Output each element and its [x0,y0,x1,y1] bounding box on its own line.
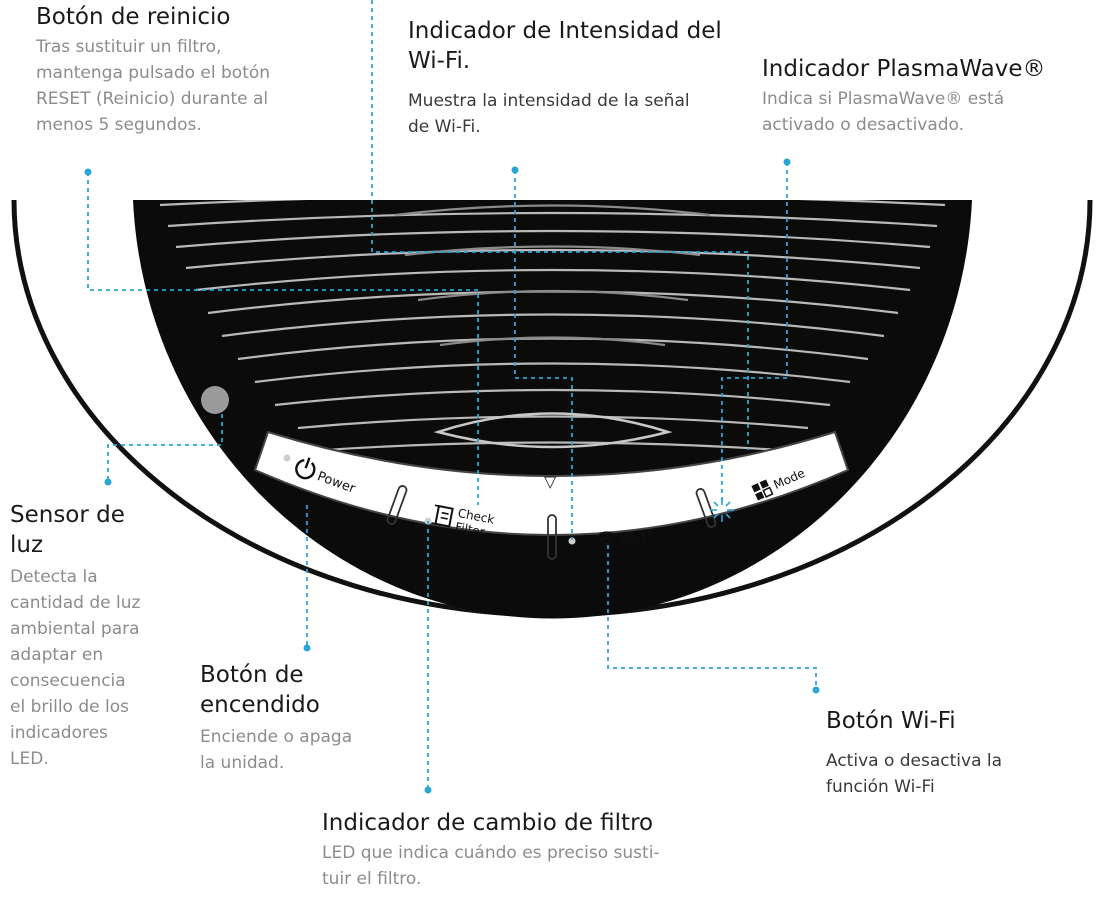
callout-filter-indicator: Indicador de cambio de filtro LED que in… [322,808,660,892]
leader-wifi-button [607,545,817,690]
leader-dot [783,158,791,166]
check-filter-indicator: Check Filter [431,504,496,539]
callout-title: Sensor de luz [10,502,125,558]
plasmawave-icon [710,498,734,522]
panel-separator [695,488,717,528]
leader-lines [87,0,817,790]
callout-wifi-indicator: Indicador de Intensidad del Wi-Fi. Muest… [408,16,722,140]
leader-plasmawave [721,162,788,505]
light-sensor [201,386,229,414]
callout-reset-button: Botón de reinicio Tras sustituir un filt… [36,2,270,138]
wifi-label: Wi-Fi [619,529,651,547]
arrow-down-icon: ▽ [544,472,557,491]
panel-separator [386,485,408,525]
leader-dot [511,166,519,174]
callout-title: Indicador de cambio de filtro [322,810,654,836]
filter-label: Filter [454,520,486,539]
leader-dot [104,478,112,486]
leader-filter-top [371,0,749,450]
panel-separator [547,514,557,560]
callout-desc: Indica si PlasmaWave® está activado o de… [762,89,1005,135]
wifi-led [568,537,576,545]
callout-desc: Activa o desactiva la función Wi-Fi [826,751,1003,797]
callout-desc: Enciende o apaga la unidad. [200,727,353,773]
filter-icon [431,504,454,528]
callout-light-sensor: Sensor de luz Detecta la cantidad de luz… [10,500,140,772]
callout-desc: LED que indica cuándo es preciso susti- … [322,843,660,889]
leader-reset [87,172,479,505]
power-icon [295,457,316,480]
callout-plasmawave: Indicador PlasmaWave® Indica si PlasmaWa… [762,54,1046,138]
leader-light-sensor [107,414,223,482]
callout-wifi-button: Botón Wi-Fi Activa o desactiva la funció… [826,706,1002,800]
grille-slats [159,200,946,452]
check-label: Check [457,506,496,527]
mode-icon [751,479,774,501]
callout-title: Indicador de Intensidad del Wi-Fi. [408,18,722,74]
callout-desc: Tras sustituir un filtro, mantenga pulsa… [36,37,271,135]
power-led [283,454,291,462]
leader-dot [812,686,820,694]
grille-center-oval [433,412,673,449]
leader-dot [424,786,432,794]
leader-dot [84,168,92,176]
callout-title: Botón de encendido [200,662,320,718]
callout-power-button: Botón de encendido Enciende o apaga la u… [200,660,352,776]
leader-dot [303,644,311,652]
callout-desc: Muestra la intensidad de la señal de Wi-… [408,91,690,137]
wifi-button[interactable]: Wi-Fi [594,528,652,550]
callout-desc: Detecta la cantidad de luz ambiental par… [10,567,141,769]
callout-title: Botón Wi-Fi [826,708,956,734]
callout-title: Botón de reinicio [36,4,231,30]
callout-title: Indicador PlasmaWave® [762,56,1046,82]
leader-wifi-indicator [514,170,573,540]
grille-bowl [133,200,972,619]
